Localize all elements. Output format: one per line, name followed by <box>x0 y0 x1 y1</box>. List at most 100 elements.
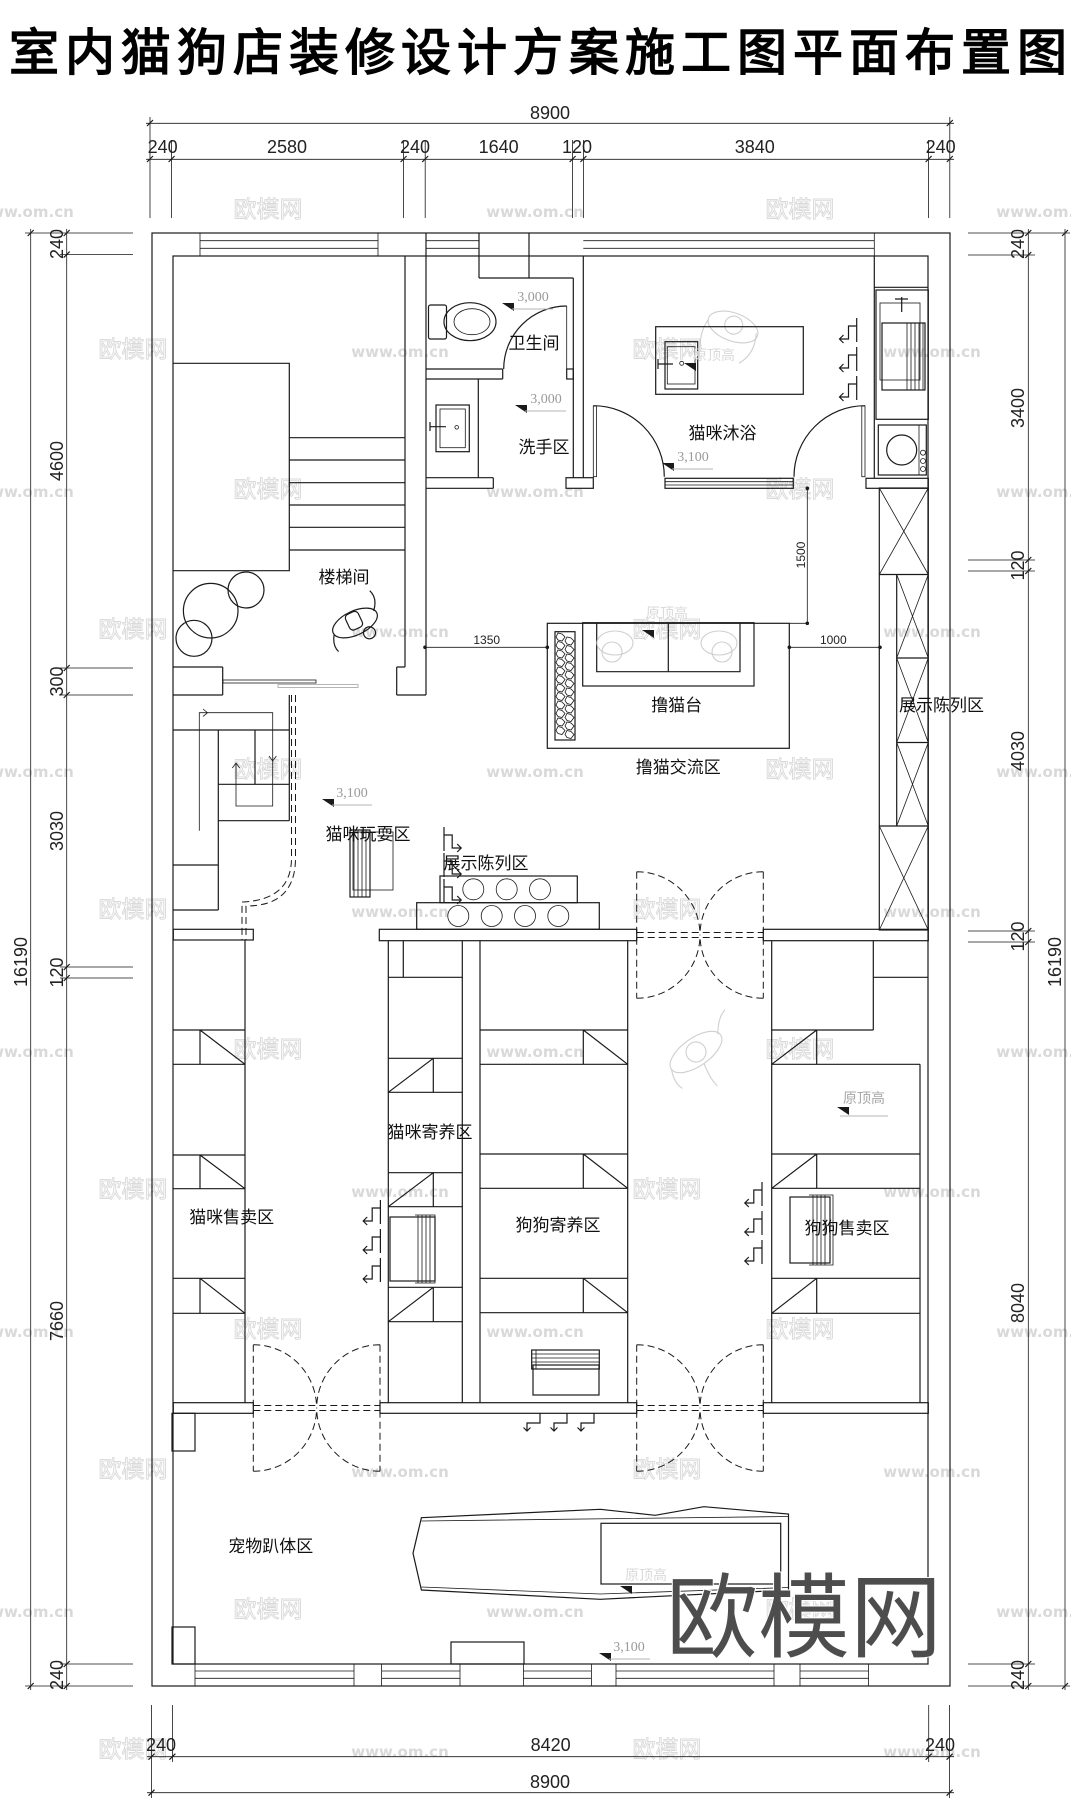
dim-top-overall: 8900 <box>530 103 570 123</box>
sliding-door <box>222 679 317 684</box>
elevation-marker: 3,100 <box>662 450 713 471</box>
plant-circle-icon <box>182 582 239 639</box>
watermark-url: www.om.cn <box>996 763 1071 781</box>
watermark-brand: 欧模网 <box>234 1317 303 1343</box>
left-dimensions: 240 4600 300 3030 120 7660 240 16190 <box>11 229 133 1690</box>
ceiling-note: 原顶高 <box>646 605 688 622</box>
dim-left-overall: 16190 <box>11 937 31 987</box>
lounge-platform <box>412 1506 790 1600</box>
watermark-url: www.om.cn <box>486 1323 584 1341</box>
watermark-brand: 欧模网 <box>234 1037 303 1063</box>
watermark-url: www.om.cn <box>486 1043 584 1061</box>
double-swing-door <box>636 871 764 999</box>
svg-text:3,100: 3,100 <box>336 786 368 801</box>
watermark-brand: 欧模网 <box>766 1597 835 1623</box>
washing-machine-icon <box>877 424 927 476</box>
dim-top-seg: 240 <box>148 137 178 157</box>
dim-table-to-display: 1000 <box>820 633 847 647</box>
label-cat-table: 撸猫台 <box>651 696 702 716</box>
shower-spout-icon <box>838 317 858 402</box>
elevation-marker: 3,000 <box>515 392 566 413</box>
dim-bottom-seg: 240 <box>146 1735 176 1755</box>
dim-right-seg: 240 <box>1008 229 1028 259</box>
dim-bottom-seg: 8420 <box>531 1735 571 1755</box>
watermark-url: www.om.cn <box>883 1183 981 1201</box>
watermark-url: www.om.cn <box>0 1323 74 1341</box>
faucet-icon <box>523 1413 595 1432</box>
shower-spout-icon <box>362 1199 382 1284</box>
sliding-door <box>277 684 359 688</box>
door-leaf <box>861 405 866 478</box>
top-windows <box>199 233 875 256</box>
dim-wall-to-table: 1350 <box>473 633 500 647</box>
toilet-icon <box>427 302 497 342</box>
glass-partition <box>664 477 794 489</box>
room-label-dog-sales: 狗狗售卖区 <box>805 1219 890 1239</box>
dim-left-seg: 120 <box>47 957 67 987</box>
room-label-bathroom: 卫生间 <box>509 334 560 354</box>
stair-2 <box>173 695 290 911</box>
cat-tree-icon <box>349 829 394 898</box>
watermark-url: www.om.cn <box>0 1603 74 1621</box>
watermark-url: www.om.cn <box>351 343 449 361</box>
watermark-brand: 欧模网 <box>633 897 702 923</box>
watermark-brand: 欧模网 <box>99 1177 168 1203</box>
watermark-layer: 欧模网欧模网www.om.cnwww.om.cnwww.om.cn欧模网欧模网w… <box>0 197 1071 1764</box>
room-label-wash-area: 洗手区 <box>519 438 570 458</box>
watermark-brand: 欧模网 <box>99 1737 168 1763</box>
display-cabinet-right: 展示陈列区 <box>878 487 984 931</box>
counter-partition <box>172 871 929 999</box>
dim-right-seg: 3400 <box>1008 388 1028 428</box>
stair-steps <box>173 362 405 572</box>
watermark-url: www.om.cn <box>0 483 74 501</box>
pet-crate-icon <box>789 1194 834 1266</box>
watermark-url: www.om.cn <box>883 903 981 921</box>
watermark-url: www.om.cn <box>996 1603 1071 1621</box>
dim-left-seg: 300 <box>47 666 67 696</box>
watermark-url: www.om.cn <box>351 1743 449 1761</box>
watermark-brand: 欧模网 <box>99 1457 168 1483</box>
interior-dimensions: 1500 1350 1000 <box>423 486 882 650</box>
watermark-url: www.om.cn <box>486 763 584 781</box>
bath-island <box>655 326 804 395</box>
bottom-windows <box>194 1664 869 1686</box>
watermark-url: www.om.cn <box>486 203 584 221</box>
exterior-walls <box>151 232 951 1687</box>
watermark-url: www.om.cn <box>351 623 449 641</box>
watermark-url: www.om.cn <box>996 1323 1071 1341</box>
room-label-display-right: 展示陈列区 <box>899 696 984 716</box>
page-title: 室内猫狗店装修设计方案施工图平面布置图 <box>9 24 1071 82</box>
room-label-dog-boarding: 狗狗寄养区 <box>516 1216 601 1236</box>
dim-left-seg: 240 <box>47 229 67 259</box>
stairwell: 楼梯间 <box>173 233 427 696</box>
watermark-url: www.om.cn <box>351 903 449 921</box>
dim-top-seg: 240 <box>400 137 430 157</box>
plant-icon <box>555 632 575 739</box>
elevation-marker: 3,100 <box>599 1640 650 1661</box>
room-label-stairwell: 楼梯间 <box>319 568 370 588</box>
person-figure-icon <box>332 590 378 653</box>
ceiling-note: 原顶高 <box>625 1567 667 1584</box>
dim-bottom-overall: 8900 <box>530 1772 570 1792</box>
dim-top-seg: 120 <box>562 137 592 157</box>
watermark-large: 欧模网 <box>666 1565 942 1672</box>
watermark-url: www.om.cn <box>996 203 1071 221</box>
pet-crate-icon <box>881 322 926 391</box>
door-swing-arc <box>503 305 567 370</box>
stair-direction-arrow <box>198 712 274 831</box>
bathroom: 3,000 3,000 卫生间 洗手区 <box>426 233 594 489</box>
lounge-partition <box>172 1344 929 1472</box>
room-label-cat-interaction: 撸猫交流区 <box>636 758 721 778</box>
plant-circle-icon <box>227 571 265 609</box>
room-label-cat-play: 猫咪玩耍区 <box>326 825 411 845</box>
double-swing-door <box>252 1344 381 1472</box>
watermark-brand: 欧模网 <box>234 757 303 783</box>
watermark-url: www.om.cn <box>996 483 1071 501</box>
pet-crate-icon <box>389 1214 436 1284</box>
watermark-brand: 欧模网 <box>633 1457 702 1483</box>
ghost-person-icon <box>596 630 738 663</box>
watermark-url: www.om.cn <box>351 1183 449 1201</box>
dim-bottom-seg: 240 <box>925 1735 955 1755</box>
dim-clearance: 1500 <box>794 541 808 568</box>
